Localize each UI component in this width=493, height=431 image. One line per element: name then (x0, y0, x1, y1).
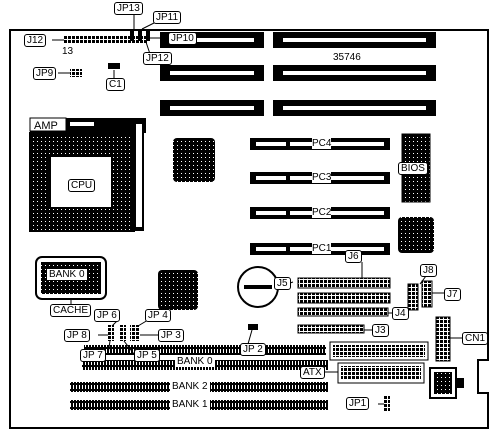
atx-connector (329, 341, 429, 384)
pci-slots (250, 138, 390, 255)
j4-connector (297, 307, 389, 317)
jp11-label: JP11 (153, 11, 182, 24)
j8-label: J8 (420, 264, 437, 277)
j8-connector (407, 283, 419, 311)
bank2-label: BANK 2 (170, 381, 210, 392)
jp7-label: JP 7 (80, 349, 106, 362)
j6-label: J6 (345, 250, 362, 263)
j5-label: J5 (274, 277, 291, 290)
jp4-jumper (130, 325, 140, 341)
jp2-label: JP 2 (240, 343, 266, 356)
c1-capacitor (108, 63, 120, 69)
j6-connector (297, 292, 391, 304)
jp10-label: JP10 (168, 32, 197, 45)
jp11-jumper (138, 29, 142, 41)
chipset-chip (398, 217, 434, 253)
cn1-label: CN1 (462, 332, 489, 345)
j3-label: J3 (372, 324, 389, 337)
chipset-chip (158, 270, 198, 310)
c1-label: C1 (106, 78, 125, 91)
cn1-connector (435, 316, 451, 362)
j12-pin-label: 13 (62, 46, 74, 57)
atx-label: ATX (300, 366, 325, 379)
j6-connector (297, 277, 391, 289)
bank1-label: BANK 1 (170, 399, 210, 410)
jp6-jumper (108, 325, 114, 341)
cpu-socket (29, 117, 146, 232)
board-number: 35746 (333, 52, 361, 63)
cache-label: CACHE (50, 304, 92, 317)
jp2-jumper (248, 324, 258, 330)
jp5-jumper (120, 325, 126, 341)
jp12-label: JP12 (143, 52, 172, 65)
jp1-jumper (384, 396, 390, 412)
jp13-label: JP13 (114, 2, 143, 15)
pc4-label: PC4 (312, 138, 332, 149)
chipset-chip (173, 138, 215, 182)
jp8-label: JP 8 (64, 329, 90, 342)
cpu-label: CPU (68, 179, 96, 192)
amp-label: AMP (34, 120, 58, 132)
keyboard-connector (429, 367, 464, 399)
board-outline (9, 29, 489, 429)
jp5-label: JP 5 (134, 349, 160, 362)
pc3-label: PC3 (312, 172, 332, 183)
j7-connector (421, 280, 433, 308)
isa-slots (160, 32, 436, 116)
j4-label: J4 (392, 307, 409, 320)
bios-label: BIOS (398, 162, 428, 175)
j12-label: J12 (24, 34, 47, 47)
bank0-cache-label: BANK 0 (46, 268, 88, 281)
jp3-label: JP 3 (158, 329, 184, 342)
j7-label: J7 (444, 288, 461, 301)
jp4-label: JP 4 (145, 309, 171, 322)
j12-header (64, 36, 148, 44)
pc2-label: PC2 (312, 207, 332, 218)
jp1-label: JP1 (346, 397, 370, 410)
jp13-jumper (130, 29, 134, 41)
jp9-label: JP9 (33, 67, 57, 80)
jp6-label: JP 6 (94, 309, 120, 322)
jp11-jumper (146, 29, 150, 41)
pc1-label: PC1 (312, 243, 332, 254)
jp9-jumper (70, 69, 82, 77)
bank0-label: BANK 0 (175, 356, 215, 367)
j3-connector (297, 324, 365, 334)
